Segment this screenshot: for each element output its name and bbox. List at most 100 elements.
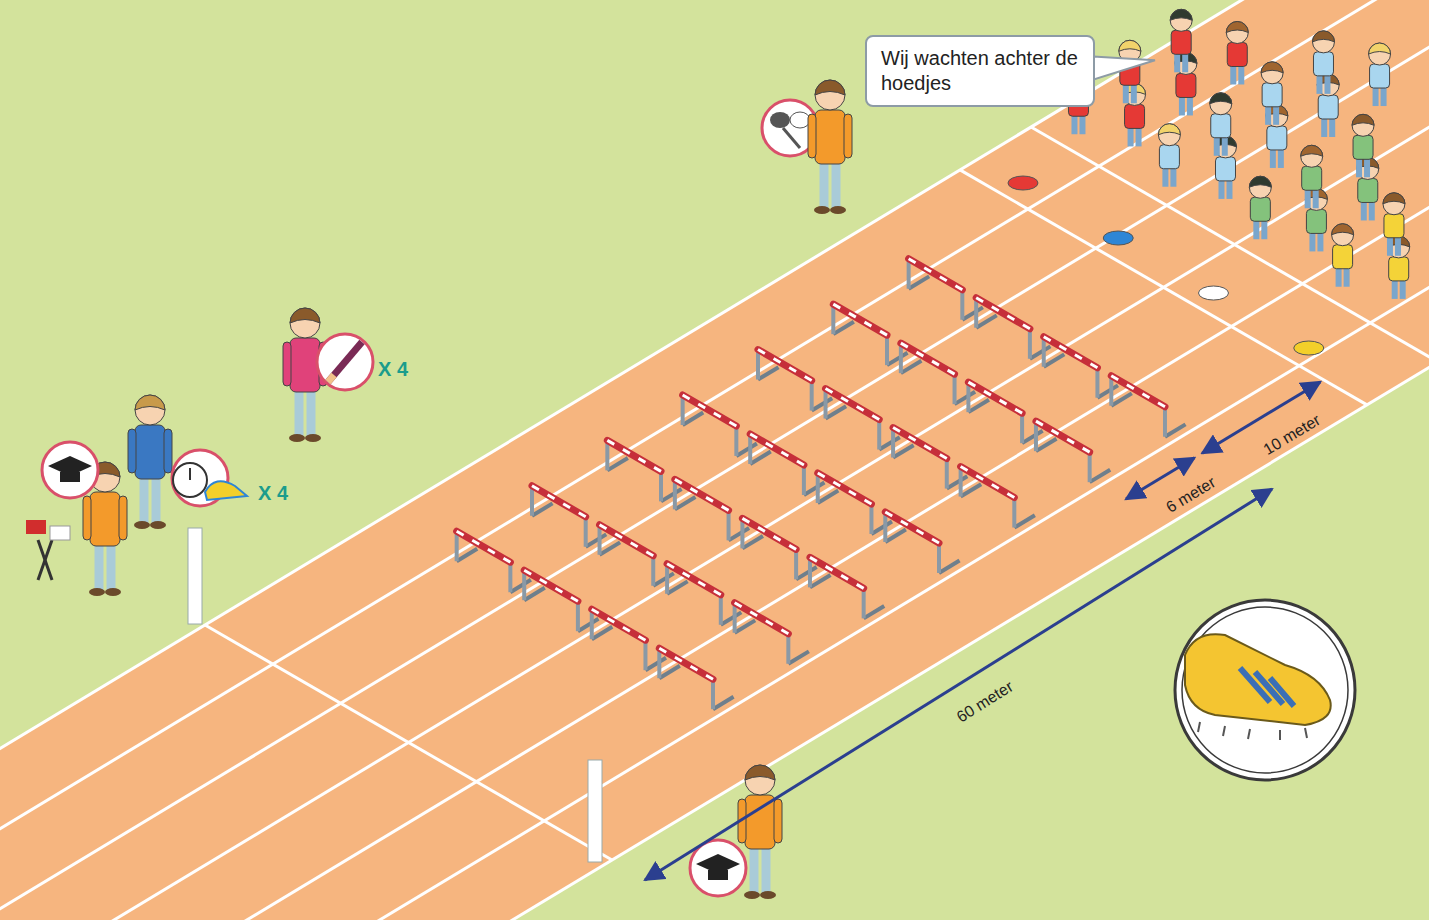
hurdle-bar: [885, 512, 939, 543]
hurdle-foot: [532, 503, 553, 515]
hair: [1170, 9, 1192, 20]
cap-icon: [708, 870, 728, 880]
hurdle: [607, 440, 681, 501]
hurdle-foot: [1022, 431, 1043, 443]
leg: [1316, 74, 1322, 94]
hurdle-foot: [1097, 385, 1118, 397]
head: [1170, 9, 1192, 31]
hurdle-stripe: [818, 473, 872, 504]
hurdle-foot: [607, 458, 628, 470]
child: [1388, 236, 1410, 299]
speech-tail: [1093, 57, 1155, 80]
head: [1352, 114, 1374, 136]
leg: [1170, 167, 1176, 187]
hurdle-leg: [960, 290, 964, 320]
hurdle-bar: [607, 440, 661, 471]
shirt: [1358, 178, 1378, 202]
leg: [295, 388, 304, 438]
hurdle-foot: [524, 588, 545, 600]
hair: [1261, 62, 1283, 73]
shirt: [1227, 43, 1247, 67]
hurdle: [968, 382, 1042, 443]
hurdle-leg: [810, 381, 814, 411]
hurdle-foot: [721, 612, 742, 624]
leg: [307, 388, 316, 438]
flag: [26, 520, 46, 534]
hurdle-foot: [578, 619, 599, 631]
arm: [128, 429, 136, 473]
hurdle: [667, 564, 741, 625]
shirt: [1250, 197, 1270, 221]
leg: [107, 542, 116, 592]
head: [815, 80, 845, 110]
leg: [1214, 136, 1220, 156]
cone: [1294, 341, 1324, 355]
hurdle-foot: [864, 606, 885, 618]
hurdle-foot: [879, 437, 900, 449]
head: [1175, 52, 1197, 74]
hurdle-bar: [909, 259, 963, 290]
hurdle-bar: [742, 518, 796, 549]
hurdle-foot: [1090, 470, 1111, 482]
hurdle-bar: [1111, 376, 1165, 407]
shirt: [1370, 64, 1390, 88]
child: [1357, 157, 1379, 220]
icon-ring: [1182, 607, 1348, 773]
hurdle-bar: [826, 389, 880, 420]
hurdle-leg: [711, 679, 715, 709]
head: [1369, 43, 1391, 65]
shoe-stripes: [1240, 668, 1294, 706]
dimension-label: 6 meter: [1163, 474, 1219, 517]
hurdle-stripe: [1036, 421, 1090, 452]
leg: [1261, 219, 1267, 239]
shirt: [1333, 245, 1353, 269]
head: [1266, 105, 1288, 127]
spike-shoe-icon: [1175, 600, 1355, 780]
hurdle-bar: [893, 428, 947, 459]
head: [1317, 74, 1339, 96]
leg: [1218, 179, 1224, 199]
child: [1249, 176, 1271, 239]
child: [1301, 145, 1323, 208]
leg: [140, 475, 149, 525]
cone: [1199, 286, 1229, 300]
hair: [1369, 43, 1391, 54]
arm: [83, 496, 91, 540]
hurdle-bar: [833, 304, 887, 335]
shoe: [744, 891, 760, 899]
leg: [1400, 279, 1406, 299]
leg: [1392, 279, 1398, 299]
hurdle-leg: [643, 640, 647, 670]
arm: [283, 342, 291, 386]
head: [1214, 136, 1236, 158]
shirt: [290, 338, 320, 392]
hurdle-leg: [576, 601, 580, 631]
leg: [1187, 95, 1193, 115]
leg: [1369, 200, 1375, 220]
hurdle-stripe: [592, 609, 646, 640]
hurdle-bar: [968, 382, 1022, 413]
hurdle-foot: [659, 666, 680, 678]
hurdle-bar: [961, 467, 1015, 498]
child: [1261, 62, 1283, 125]
hurdle-foot: [947, 476, 968, 488]
shirt: [815, 110, 845, 164]
hurdle-stripe: [607, 440, 661, 471]
hurdle: [524, 570, 598, 631]
leg: [1336, 267, 1342, 287]
hurdle-leg: [1028, 329, 1032, 359]
hurdle-foot: [810, 575, 831, 587]
hurdle-foot: [901, 361, 922, 373]
hurdle-foot: [976, 315, 997, 327]
hurdle-bar: [532, 486, 586, 517]
hurdle-stripe: [683, 395, 737, 426]
hair: [1210, 93, 1232, 104]
hurdle: [532, 486, 606, 547]
leg: [1222, 136, 1228, 156]
hurdle-leg: [734, 426, 738, 456]
hurdle-stripe: [893, 428, 947, 459]
leg: [1313, 188, 1319, 208]
leg: [1270, 148, 1276, 168]
shirt: [1159, 145, 1179, 169]
